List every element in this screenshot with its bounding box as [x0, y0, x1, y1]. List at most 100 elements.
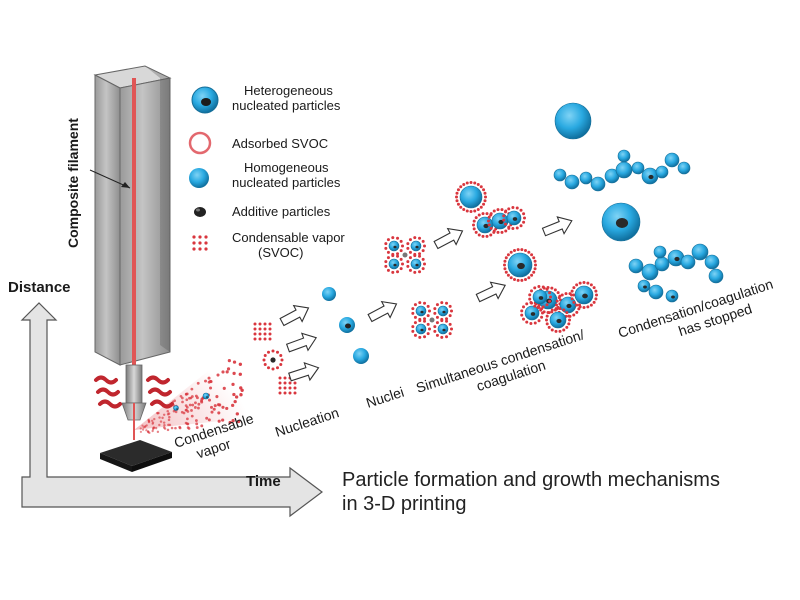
vapor-dot	[473, 181, 477, 185]
additive-core	[415, 263, 419, 267]
vapor-dot	[278, 386, 282, 390]
vapor-dot	[238, 362, 243, 366]
vapor-dot	[572, 313, 576, 317]
vapor-dot	[263, 354, 267, 357]
vapor-dot	[489, 233, 493, 237]
vapor-dot	[540, 315, 544, 319]
vapor-dot	[582, 306, 586, 309]
vapor-dot	[413, 333, 417, 337]
vapor-dot	[433, 329, 437, 333]
vapor-dot	[268, 332, 272, 336]
vapor-dot	[533, 267, 537, 271]
additive-core	[442, 328, 446, 332]
vapor-dot	[477, 213, 481, 217]
vapor-dot	[225, 406, 229, 411]
vapor-dot	[592, 300, 596, 304]
vapor-dot	[279, 354, 283, 357]
vapor-dot	[180, 410, 184, 414]
vapor-dot	[413, 321, 417, 325]
vapor-dot	[406, 260, 410, 264]
vapor-dot	[483, 191, 487, 195]
vapor-dot	[520, 309, 524, 313]
vapor-dot	[440, 335, 444, 339]
vapor-dot	[484, 195, 487, 199]
vapor-dot	[500, 230, 504, 234]
vapor-dot	[423, 244, 426, 248]
additive-core	[615, 218, 629, 228]
additive-core	[393, 263, 397, 267]
vapor-dot	[411, 307, 415, 311]
legend-label-additive: Additive particles	[232, 204, 331, 219]
vapor-dot	[550, 308, 554, 312]
vapor-dot	[472, 219, 476, 223]
additive-core	[206, 396, 208, 398]
vapor-dot	[231, 382, 235, 387]
vapor-dot	[168, 415, 171, 419]
vapor-dot	[504, 222, 508, 226]
vapor-dot	[547, 325, 551, 329]
vapor-dot	[204, 241, 208, 245]
vapor-dot	[186, 410, 190, 413]
vapor-dot	[560, 293, 564, 297]
vapor-dot	[187, 427, 191, 430]
nuclei-groups	[384, 236, 453, 339]
vapor-dot	[476, 208, 480, 212]
printer-column	[93, 65, 172, 420]
vapor-dot	[408, 238, 412, 242]
vapor-dot	[190, 409, 193, 412]
vapor-dot	[578, 281, 582, 285]
chain-particle	[653, 245, 667, 259]
vapor-dot	[209, 380, 213, 384]
vapor-dot	[146, 430, 150, 433]
chain-particle	[579, 171, 593, 185]
vapor-dot	[401, 244, 404, 248]
chain-particle	[564, 174, 580, 190]
vapor-dot	[513, 249, 517, 253]
vapor-dot	[520, 278, 524, 282]
vapor-dot	[222, 386, 226, 390]
vapor-dot	[413, 303, 417, 307]
vapor-dot	[196, 381, 200, 385]
vapor-dot	[435, 333, 439, 337]
vapor-dot	[548, 291, 552, 295]
vapor-dot	[426, 332, 430, 336]
vapor-dot	[423, 301, 427, 305]
vapor-dot	[455, 191, 459, 195]
vapor-dot	[459, 185, 463, 189]
vapor-dot	[565, 325, 569, 329]
vapor-dot	[231, 403, 235, 408]
vapor-dot	[151, 421, 155, 424]
vapor-dot	[200, 424, 204, 428]
vapor-dot	[421, 249, 425, 253]
vapor-dot	[504, 210, 508, 214]
vapor-dot	[239, 393, 243, 397]
vapor-dot	[188, 403, 192, 407]
additive-core	[556, 318, 562, 324]
vapor-dot	[533, 321, 537, 325]
flow-arrows	[279, 216, 573, 382]
chain-particle	[628, 258, 644, 274]
vapor-dot	[293, 391, 297, 395]
vapor-dot	[153, 417, 156, 421]
vapor-dot	[413, 270, 417, 274]
vapor-dot	[238, 372, 242, 376]
additive-core	[498, 219, 504, 225]
vapor-dot	[504, 270, 508, 274]
vapor-dot	[570, 289, 574, 293]
vapor-dot	[258, 337, 262, 341]
vapor-dot	[408, 250, 412, 254]
vapor-dot	[522, 212, 526, 216]
vapor-dot	[232, 371, 236, 376]
coated-particle	[459, 185, 483, 209]
vapor-dot	[532, 270, 536, 274]
vapor-dot	[555, 299, 559, 303]
vapor-dot	[520, 248, 524, 252]
vapor-dot	[525, 320, 529, 324]
vapor-dot	[492, 209, 496, 213]
vapor-dot	[423, 319, 427, 323]
vapor-dot	[263, 337, 267, 341]
vapor-dot	[406, 242, 410, 246]
vapor-dot	[435, 315, 439, 319]
vapor-dot	[520, 313, 524, 317]
